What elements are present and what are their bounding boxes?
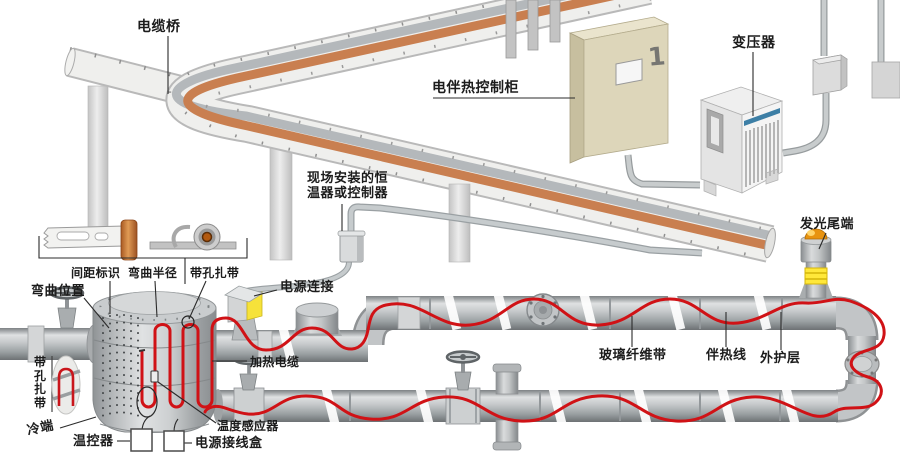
valve-lower-mid (445, 350, 481, 425)
label-bend-position: 弯曲位置 (31, 284, 86, 299)
heat-trace-cable (138, 297, 886, 423)
junction-box-right (782, 0, 848, 157)
cable-tray (64, 0, 776, 263)
detail-inset-clip (149, 223, 237, 251)
pipe-tee (492, 363, 522, 451)
field-conduits (245, 203, 703, 294)
label-outer-jacket: 外护层 (760, 351, 801, 366)
label-field-thermostat: 现场安装的恒温器或控制器 (307, 171, 389, 201)
field-thermostat-box (337, 230, 366, 263)
junction-box-far-right (871, 0, 900, 99)
label-heating-cable: 加热电缆 (250, 355, 300, 369)
tank-inlet-pipe (0, 286, 102, 364)
label-perforated-tie-left: 带孔扎带 (34, 355, 47, 410)
spacing-dots (102, 314, 139, 420)
label-power-connection: 电源连接 (280, 280, 335, 295)
valve-inlet (49, 286, 85, 329)
control-cabinet (568, 16, 701, 189)
cylinder-fitting (292, 302, 342, 336)
pipe-upper (351, 293, 836, 346)
label-heat-trace-cabinet: 电伴热控制柜 (432, 80, 519, 96)
transformer (699, 86, 784, 197)
leader-lines (38, 36, 827, 444)
cabinet-number-marking: 1 (646, 41, 667, 72)
bottom-boxes (130, 428, 185, 452)
valve-lower-left (233, 352, 265, 425)
cabinet-conduits (505, 0, 561, 59)
transformer-vents (745, 120, 779, 187)
label-trace-line: 伴热线 (706, 348, 747, 363)
label-glow-end: 发光尾端 (800, 217, 855, 232)
label-perforated-tie-top: 带孔扎带 (190, 266, 240, 280)
pipe-outlet (214, 285, 368, 363)
temp-sensor (150, 370, 159, 383)
support-columns (87, 85, 293, 261)
label-thermostat-ctrl: 温控器 (73, 434, 114, 449)
detail-inset-strap (43, 219, 138, 261)
label-cable-bridge: 电缆桥 (137, 19, 181, 35)
label-temp-sensor: 温度感应器 (217, 419, 279, 433)
label-transformer: 变压器 (732, 35, 776, 51)
pipe-lower (213, 350, 879, 451)
detail-inset-loop (51, 355, 81, 415)
label-power-junction-box: 电源接线盒 (195, 436, 263, 451)
label-glass-fiber-tape: 玻璃纤维带 (599, 348, 667, 363)
markers (136, 315, 195, 418)
label-spacing-mark: 间距标识 (71, 266, 121, 280)
label-bend-radius: 弯曲半径 (128, 266, 178, 280)
glow-end-light (799, 228, 833, 299)
